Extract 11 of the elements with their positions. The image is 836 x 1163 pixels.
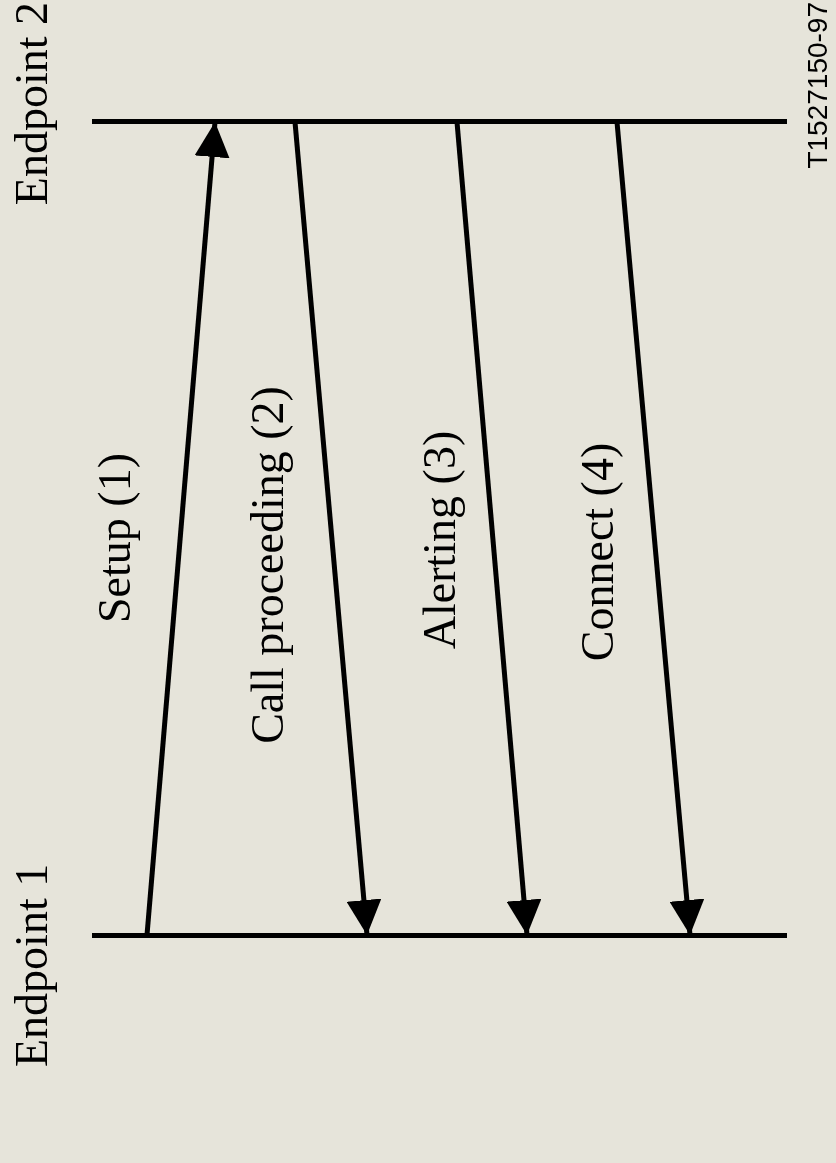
arrow bbox=[144, 121, 230, 936]
edge-label: Setup (1) bbox=[92, 453, 138, 623]
edge-label: Connect (4) bbox=[575, 442, 621, 662]
arrow bbox=[292, 121, 382, 936]
arrow bbox=[454, 121, 542, 936]
edge-label: Alerting (3) bbox=[417, 430, 463, 650]
participant-label: Endpoint 2 bbox=[9, 2, 55, 206]
arrow bbox=[614, 121, 705, 936]
figure-id: T1527150-97 bbox=[804, 2, 832, 169]
participant-label: Endpoint 1 bbox=[9, 863, 55, 1067]
edge-label: Call proceeding (2) bbox=[245, 386, 291, 744]
